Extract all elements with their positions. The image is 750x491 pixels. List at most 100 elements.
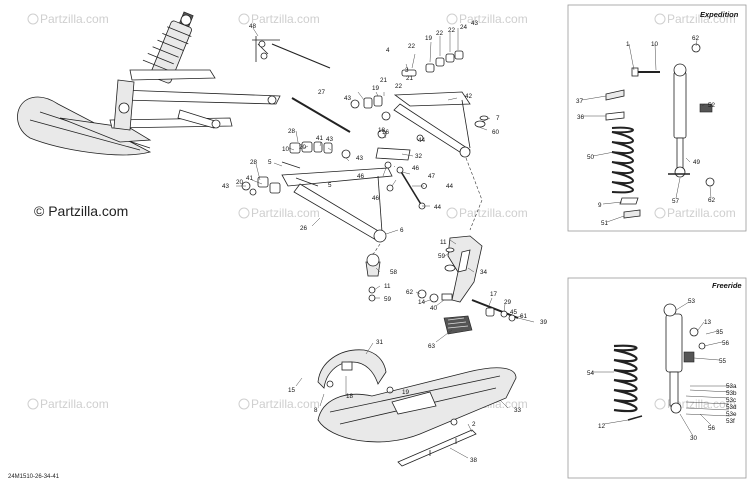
leader-lines: [236, 27, 732, 459]
callout-5-b: 5: [328, 182, 332, 189]
callout-2: 2: [472, 421, 476, 428]
callout-22-c: 22: [448, 27, 456, 34]
callout-26: 26: [300, 225, 308, 232]
callout-46-a: 46: [357, 173, 365, 180]
freeride-callout-13: 13: [704, 319, 712, 326]
freeride-callout-53f: 53f: [726, 418, 735, 425]
callout-4: 4: [386, 47, 390, 54]
callout-22: 22: [408, 43, 416, 50]
expedition-callout-37: 37: [576, 98, 584, 105]
callout-41-a: 41: [316, 135, 324, 142]
watermark-11: Partzilla.com: [654, 397, 736, 411]
central-exploded-view: [241, 36, 519, 467]
freeride-callout-12: 12: [598, 423, 606, 430]
expedition-callout-52: 52: [708, 102, 716, 109]
expedition-callout-62: 62: [692, 35, 700, 42]
callout-3: 3: [405, 67, 409, 74]
callout-22-d: 22: [395, 83, 403, 90]
callout-16: 16: [382, 129, 390, 136]
callout-44-a: 44: [418, 137, 426, 144]
expedition-panel: Expedition: [567, 4, 747, 232]
callout-33: 33: [514, 407, 522, 414]
callout-8: 8: [314, 407, 318, 414]
callout-42: 42: [465, 93, 473, 100]
callout-43-e: 43: [222, 183, 230, 190]
callout-62: 62: [406, 289, 414, 296]
svg-text:Partzilla.com: Partzilla.com: [40, 12, 109, 26]
callout-20-a: 20: [299, 144, 307, 151]
callout-18: 18: [378, 127, 386, 134]
freeride-callout-53: 53: [688, 298, 696, 305]
callout-17: 17: [490, 291, 498, 298]
watermark-1: Partzilla.com: [27, 12, 109, 26]
expedition-callout-1: 1: [626, 41, 630, 48]
expedition-callout-36: 36: [577, 114, 585, 121]
svg-text:Partzilla.com: Partzilla.com: [251, 206, 320, 220]
expedition-callout-9: 9: [598, 202, 602, 209]
freeride-panel-title: Freeride: [712, 281, 742, 290]
expedition-callout-51: 51: [601, 220, 609, 227]
callout-22-b: 22: [436, 30, 444, 37]
callout-38: 38: [470, 457, 478, 464]
watermark-8: Partzilla.com: [27, 397, 109, 411]
watermark-2: Partzilla.com: [238, 12, 320, 26]
callout-44-c: 44: [434, 204, 442, 211]
callout-32: 32: [415, 153, 423, 160]
callout-10: 10: [282, 146, 290, 153]
callout-31: 31: [376, 339, 384, 346]
callout-29: 29: [504, 299, 512, 306]
callout-15: 15: [288, 387, 296, 394]
freeride-panel: Freeride: [567, 277, 747, 479]
callout-14: 14: [418, 299, 426, 306]
callout-59-b: 59: [384, 296, 392, 303]
callout-21-b: 21: [406, 75, 414, 82]
svg-text:Partzilla.com: Partzilla.com: [459, 206, 528, 220]
callout-61: 61: [520, 313, 528, 320]
watermark-3: Partzilla.com: [446, 12, 528, 26]
expedition-callout-57: 57: [672, 198, 680, 205]
callout-39: 39: [540, 319, 548, 326]
callout-41-b: 41: [246, 175, 254, 182]
callout-43: 43: [471, 20, 479, 27]
callout-47: 47: [428, 173, 436, 180]
callout-19-b: 19: [372, 85, 380, 92]
freeride-callout-53b: 53b: [726, 390, 737, 397]
callout-40: 40: [430, 305, 438, 312]
callout-28-b: 28: [250, 159, 258, 166]
freeride-callout-56: 56: [722, 340, 730, 347]
freeride-callout-53d: 53d: [726, 404, 737, 411]
callout-7: 7: [496, 115, 500, 122]
expedition-callout-50: 50: [587, 154, 595, 161]
watermark-6: Partzilla.com: [446, 206, 528, 220]
callout-46-b: 46: [412, 165, 420, 172]
freeride-callout-54: 54: [587, 370, 595, 377]
expedition-callout-49: 49: [693, 159, 701, 166]
callout-labels: 48 27 22 19 24 43 22 22 4 43 19 21 21 22…: [222, 20, 737, 464]
freeride-callout-53a: 53a: [726, 383, 737, 390]
callout-24: 24: [460, 24, 468, 31]
freeride-callout-35: 35: [716, 329, 724, 336]
svg-text:Partzilla.com: Partzilla.com: [40, 397, 109, 411]
callout-58: 58: [390, 269, 398, 276]
callout-21-a: 21: [380, 77, 388, 84]
callout-18-b: 18: [346, 393, 354, 400]
callout-44-b: 44: [446, 183, 454, 190]
callout-11-a: 11: [440, 239, 447, 246]
callout-60: 60: [492, 129, 500, 136]
callout-43-b: 43: [344, 95, 352, 102]
callout-11-b: 11: [384, 283, 391, 290]
callout-6: 6: [400, 227, 404, 234]
callout-28: 28: [288, 128, 296, 135]
watermark-7: Partzilla.com: [654, 206, 736, 220]
callout-19: 19: [425, 35, 433, 42]
svg-text:Partzilla.com: Partzilla.com: [251, 12, 320, 26]
watermark-5: Partzilla.com: [238, 206, 320, 220]
callout-48: 48: [249, 23, 257, 30]
callout-45: 45: [510, 309, 518, 316]
callout-19-c: 19: [402, 389, 410, 396]
partzilla-brand-label: © Partzilla.com: [34, 203, 128, 219]
expedition-callout-10: 10: [651, 41, 659, 48]
diagram-code: 24M1510-26-34-41: [8, 474, 60, 480]
